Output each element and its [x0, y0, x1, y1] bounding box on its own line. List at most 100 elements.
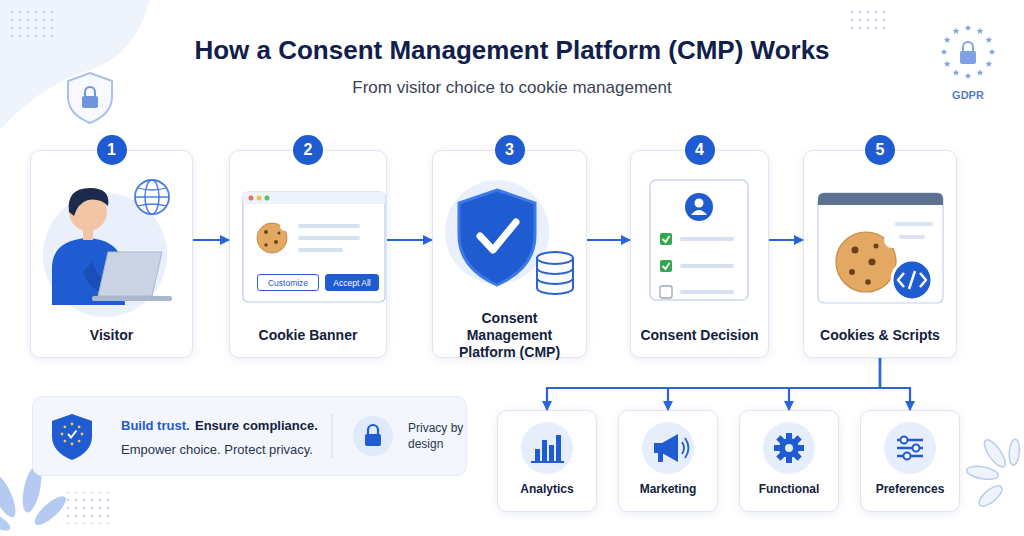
cookies-illustration: [865, 279, 871, 285]
branch-arrow: [668, 358, 880, 410]
decision-illustration: [650, 180, 748, 300]
preferences-icon: [897, 455, 923, 458]
eu-shield-icon: [68, 431, 77, 438]
step-card: 2Cookie BannerCustomizeAccept All: [229, 150, 387, 358]
visitor-illustration: [116, 287, 126, 297]
privacy-shield-icon: [82, 96, 98, 108]
decision-illustration: [695, 199, 704, 208]
lock-icon: [365, 434, 381, 446]
gdpr-badge: [977, 28, 984, 34]
step-card: 1Visitor: [30, 150, 193, 358]
visitor-illustration: [69, 188, 109, 216]
gdpr-badge: [963, 42, 973, 51]
banner-illustration: [274, 240, 278, 244]
visitor-illustration: [43, 180, 172, 317]
cookies-illustration: [869, 259, 876, 266]
banner-illustration: [298, 248, 343, 252]
lock-icon: [368, 425, 378, 434]
cookies-illustration: [852, 247, 859, 254]
cookies-illustration: [818, 193, 943, 205]
category-label: Marketing: [619, 482, 717, 496]
diagram-title: How a Consent Management Platform (CMP) …: [0, 35, 1024, 66]
corner-blob: [0, 0, 150, 130]
leaf-decor: [1008, 439, 1020, 466]
lock-icon: [353, 416, 393, 456]
gdpr-badge: [953, 28, 960, 34]
leaf-decor: [31, 492, 70, 529]
cmp-illustration: [480, 222, 516, 250]
visitor-illustration: [92, 296, 172, 301]
button-label: Customize: [268, 278, 308, 288]
step-card: 3Consent Management Platform (CMP): [432, 150, 587, 358]
eu-shield-icon: [64, 426, 67, 429]
decision-illustration: [663, 263, 670, 269]
gdpr-badge: [986, 37, 993, 43]
visitor-illustration: [135, 180, 169, 214]
tagline-panel: Build trust.Ensure compliance.Empower ch…: [32, 396, 467, 476]
category-label: Preferences: [861, 482, 959, 496]
category-label: Analytics: [498, 482, 596, 496]
banner-illustration: [264, 230, 268, 234]
banner-illustration: [243, 192, 385, 302]
visitor-illustration: [83, 262, 122, 297]
cmp-illustration: [445, 180, 573, 294]
functional-icon: [785, 444, 793, 452]
decision-illustration: [680, 290, 734, 294]
functional-icon: [779, 438, 799, 458]
eu-shield-icon: [78, 426, 81, 429]
preferences-icon: [913, 445, 920, 452]
branch-arrow: [789, 358, 880, 410]
leaf-decor: [966, 464, 1000, 481]
visitor-illustration: [145, 180, 159, 214]
gdpr-badge: [989, 49, 996, 55]
eu-shield-icon: [61, 433, 64, 436]
cookies-illustration: [884, 232, 900, 248]
gdpr-badge: [986, 61, 993, 67]
category-label: Functional: [740, 482, 838, 496]
leaf-decor: [966, 437, 1021, 510]
branch-arrow: [547, 358, 880, 410]
leaf-decor: [981, 437, 1009, 470]
eu-shield-icon: [52, 414, 92, 460]
cookies-illustration: [836, 232, 896, 292]
marketing-icon: [654, 434, 678, 462]
functional-icon: [797, 445, 804, 451]
decision-illustration: [650, 180, 748, 300]
category-card: Analytics: [497, 410, 597, 512]
gdpr-badge: [941, 25, 996, 79]
analytics-icon: [556, 435, 561, 461]
cookies-illustration: [920, 273, 926, 287]
preferences-icon: [897, 447, 923, 450]
subtitle: From visitor choice to cookie management: [0, 78, 1024, 98]
cmp-illustration: [459, 190, 535, 285]
banner-illustration: [264, 243, 267, 246]
visitor-illustration: [43, 193, 167, 317]
visitor-illustration: [83, 226, 93, 240]
corner-blob: [0, 0, 150, 130]
privacy-shield-icon: [68, 73, 112, 123]
category-card: Preferences: [860, 410, 960, 512]
marketing-icon: [682, 438, 689, 458]
decision-illustration: [685, 193, 713, 221]
category-card: Functional: [739, 410, 839, 512]
decision-illustration: [660, 233, 672, 245]
eu-shield-icon: [52, 414, 92, 460]
visitor-illustration: [69, 193, 107, 231]
dot-grid: [62, 492, 110, 524]
preferences-icon: [897, 439, 923, 442]
leaf-decor: [966, 437, 1021, 510]
cmp-illustration: [445, 180, 549, 284]
decision-illustration: [680, 264, 734, 268]
cookies-illustration: [898, 273, 904, 287]
analytics-icon: [521, 422, 573, 474]
decision-illustration: [680, 237, 734, 241]
cookies-illustration: [874, 244, 879, 249]
gdpr-badge: [960, 51, 976, 64]
functional-icon: [763, 422, 815, 474]
functional-icon: [793, 435, 802, 444]
flow-arrow: [387, 239, 432, 241]
flow-arrow: [769, 239, 803, 241]
preferences-icon: [884, 422, 936, 474]
step-label: Consent Decision: [639, 315, 760, 355]
banner-illustration: [257, 223, 287, 253]
